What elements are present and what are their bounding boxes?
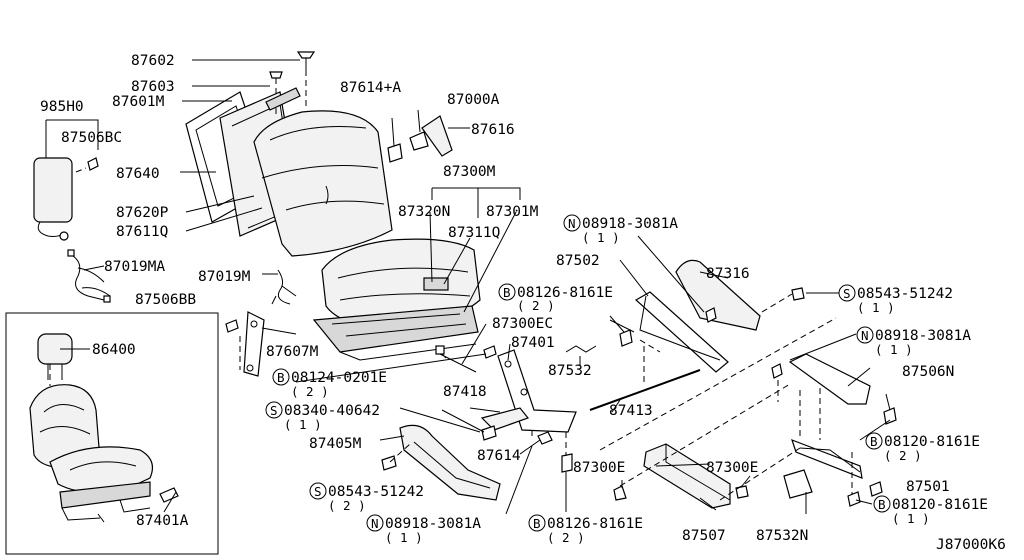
beam-87507 (643, 443, 731, 509)
callout-c3-code: 08543-51242 (857, 286, 953, 302)
callout-c5-prefix: B (277, 370, 285, 385)
callout-c1-symbol (563, 214, 581, 232)
callout-c9-qty: ( 2 ) (328, 498, 366, 513)
callout-c2-prefix: B (503, 285, 511, 300)
label-87502: 87502 (556, 253, 600, 269)
callout-c2-code: 08126-8161E (517, 285, 613, 301)
harness-87019M (271, 269, 297, 305)
callout-c4-qty: ( 1 ) (875, 342, 913, 357)
label-87532: 87532 (548, 363, 592, 379)
label-87300E-left: 87300E (573, 460, 625, 476)
label-87405M: 87405M (309, 436, 362, 452)
lever-87418 (480, 407, 529, 431)
callout-c2-qty: ( 2 ) (517, 298, 555, 313)
label-87401: 87401 (511, 335, 555, 351)
callout-c10-symbol (366, 514, 384, 532)
cover-87405M (399, 424, 501, 501)
callout-c7-code: 08120-8161E (884, 434, 980, 450)
callout-c5-qty: ( 2 ) (291, 384, 329, 399)
link-87607M (243, 311, 265, 377)
label-87603: 87603 (131, 79, 175, 95)
callout-c10-code: 08918-3081A (385, 516, 481, 532)
callout-c10-prefix: N (371, 516, 379, 531)
inset-frame (5, 312, 219, 555)
label-87602: 87602 (131, 53, 175, 69)
callout-c11-symbol (528, 514, 546, 532)
callout-c11-prefix: B (533, 516, 541, 531)
callout-c6-code: 08340-40642 (284, 403, 380, 419)
label-86400: 86400 (92, 342, 136, 358)
callout-c9-prefix: S (314, 484, 322, 499)
callout-c9-code: 08543-51242 (328, 484, 424, 500)
callout-c1-prefix: N (568, 216, 576, 231)
label-87316: 87316 (706, 266, 750, 282)
callout-c8-symbol (873, 495, 891, 513)
label-87300E-right: 87300E (706, 460, 758, 476)
label-87616: 87616 (471, 122, 515, 138)
callout-c1-qty: ( 1 ) (582, 230, 620, 245)
label-87607M: 87607M (266, 344, 319, 360)
label-87640: 87640 (116, 166, 160, 182)
label-87506N: 87506N (902, 364, 954, 380)
label-87507: 87507 (682, 528, 726, 544)
callout-c7-prefix: B (870, 434, 878, 449)
label-87601M: 87601M (112, 94, 165, 110)
callout-c7-symbol (865, 432, 883, 450)
callout-c11-qty: ( 2 ) (547, 530, 585, 545)
callout-c11-code: 08126-8161E (547, 516, 643, 532)
callout-c6-prefix: S (270, 403, 278, 418)
callout-c4-prefix: N (861, 328, 869, 343)
label-87614A: 87614+A (340, 80, 401, 96)
callout-c3-prefix: S (843, 286, 851, 301)
callout-c8-prefix: B (878, 497, 886, 512)
slide-rail-87502 (634, 291, 729, 373)
seatback-cushion (253, 110, 393, 257)
callout-c10-qty: ( 1 ) (385, 530, 423, 545)
label-87501: 87501 (906, 479, 950, 495)
complete-seat-drawing (29, 333, 179, 523)
callout-c3-symbol (838, 284, 856, 302)
callout-c8-code: 08120-8161E (892, 497, 988, 513)
seat-cushion (321, 238, 481, 331)
label-87506BC: 87506BC (61, 130, 122, 146)
diagram-code: J87000K6 (936, 537, 1006, 553)
label-87311Q: 87311Q (448, 225, 500, 241)
callout-c8-qty: ( 1 ) (892, 511, 930, 526)
callout-c5-code: 08124-0201E (291, 370, 387, 386)
callout-c4-code: 08918-3081A (875, 328, 971, 344)
callout-c4-symbol (856, 326, 874, 344)
callout-c3-qty: ( 1 ) (857, 300, 895, 315)
callout-c6-symbol (265, 401, 283, 419)
harness-87019MA (67, 249, 111, 303)
label-87320N: 87320N (398, 204, 450, 220)
callout-c5-symbol (272, 368, 290, 386)
slide-rail-87501 (788, 353, 871, 479)
label-87418: 87418 (443, 384, 487, 400)
side-cover-985H0 (33, 157, 73, 241)
label-985H0: 985H0 (40, 99, 84, 115)
callout-c9-symbol (309, 482, 327, 500)
callout-c6-qty: ( 1 ) (284, 417, 322, 432)
label-87611Q: 87611Q (116, 224, 168, 240)
label-87300EC: 87300EC (492, 316, 553, 332)
label-87301M: 87301M (486, 204, 539, 220)
label-87413: 87413 (609, 403, 653, 419)
label-87019MA: 87019MA (104, 259, 165, 275)
label-87300M: 87300M (443, 164, 496, 180)
callout-c1-code: 08918-3081A (582, 216, 678, 232)
label-87019M: 87019M (198, 269, 251, 285)
label-87532N: 87532N (756, 528, 808, 544)
label-87620P: 87620P (116, 205, 169, 221)
label-87401A: 87401A (136, 513, 189, 529)
label-87000A: 87000A (447, 92, 500, 108)
callout-c2-symbol (498, 283, 516, 301)
callout-c7-qty: ( 2 ) (884, 448, 922, 463)
trim-87316 (675, 259, 761, 331)
label-87614: 87614 (477, 448, 521, 464)
label-87506BB: 87506BB (135, 292, 196, 308)
